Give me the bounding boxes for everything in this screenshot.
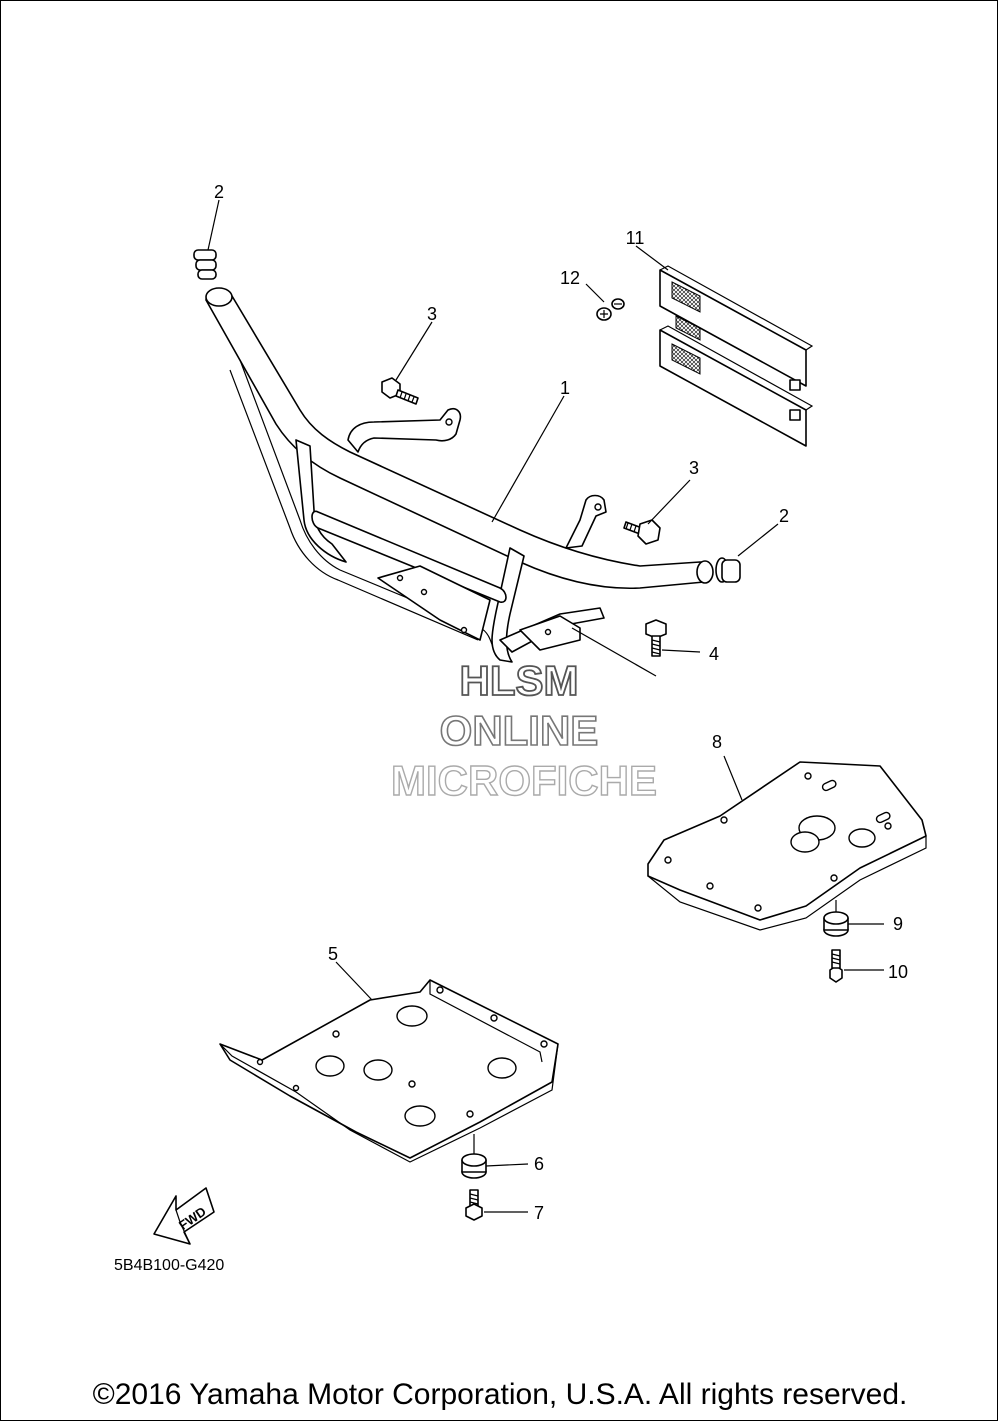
- callout-2-right: 2: [779, 506, 789, 526]
- callout-12: 12: [560, 268, 580, 288]
- forward-arrow-icon: FWD: [153, 1187, 215, 1245]
- callout-2-top: 2: [214, 182, 224, 202]
- callout-labels: 2 11 12 3 1 3 2 4 8 9 5 10 6 7: [214, 182, 908, 1223]
- flange-bolt-part-upper[interactable]: [381, 377, 419, 405]
- flange-bolt-part-lower[interactable]: [623, 519, 661, 545]
- end-cap-part-left[interactable]: [193, 249, 217, 280]
- front-guard-part[interactable]: [205, 287, 714, 663]
- callout-11: 11: [626, 228, 645, 248]
- copyright-notice: ©2016 Yamaha Motor Corporation, U.S.A. A…: [92, 1378, 908, 1411]
- collar-part-9[interactable]: [823, 911, 849, 937]
- callout-6: 6: [534, 1154, 544, 1174]
- collar-part-6[interactable]: [461, 1153, 487, 1179]
- front-skid-plate-part[interactable]: [219, 979, 559, 1163]
- callout-9: 9: [893, 914, 903, 934]
- callout-7: 7: [534, 1203, 544, 1223]
- callout-3-upper: 3: [427, 304, 437, 324]
- bolt-part-4[interactable]: [645, 619, 667, 657]
- diagram-code: 5B4B100-G420: [114, 1257, 224, 1274]
- leader-lines: [207, 199, 884, 1213]
- callout-8: 8: [712, 732, 722, 752]
- rear-skid-plate-part[interactable]: [647, 761, 927, 931]
- watermark-line-2: ONLINE: [440, 707, 599, 754]
- watermark-line-3: MICROFICHE: [391, 757, 657, 804]
- screw-part-12[interactable]: [596, 298, 625, 321]
- callout-4: 4: [709, 644, 719, 664]
- callout-10: 10: [888, 962, 908, 982]
- bolt-part-7[interactable]: [465, 1189, 483, 1221]
- callout-3-lower: 3: [689, 458, 699, 478]
- bolt-part-10[interactable]: [829, 949, 843, 983]
- end-cap-part-right[interactable]: [715, 557, 741, 583]
- watermark-line-1: HLSM: [460, 657, 579, 704]
- callout-5: 5: [328, 944, 338, 964]
- screen-panel-part[interactable]: [659, 265, 814, 447]
- watermark: HLSM ONLINE MICROFICHE: [390, 656, 657, 805]
- callout-1: 1: [560, 378, 570, 398]
